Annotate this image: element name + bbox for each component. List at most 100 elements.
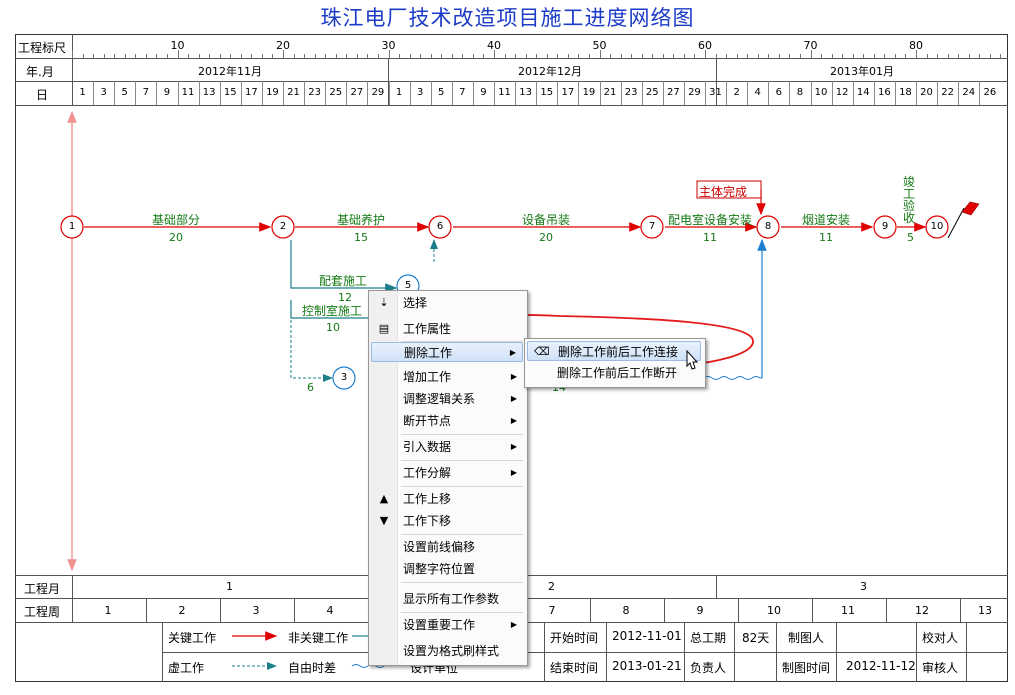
ruler-tick: [979, 54, 981, 58]
ruler-tick: [968, 54, 970, 58]
ruler-tick: [388, 50, 390, 58]
task-kongzhi: 控制室施工: [302, 304, 363, 318]
day-cell: 24: [962, 87, 976, 98]
ruler-number: 80: [909, 39, 923, 52]
week-cell: 7: [548, 604, 556, 617]
day-cell: 29: [688, 87, 701, 98]
ruler-tick: [124, 54, 126, 58]
ruler-tick: [346, 54, 348, 58]
flag-pole: [947, 207, 965, 239]
day-cell: 7: [142, 87, 150, 98]
ruler-tick: [156, 54, 158, 58]
week-cell: 13: [978, 604, 992, 617]
ruler-tick: [166, 54, 168, 58]
ruler-tick: [768, 54, 770, 58]
move-up-icon: ▲: [379, 492, 389, 505]
week-cell: 3: [252, 604, 260, 617]
eng-month-label: 工程月: [24, 582, 61, 596]
ruler-tick: [188, 54, 190, 58]
menu-item-set-important[interactable]: 设置重要工作 ▶: [371, 615, 523, 635]
month-jan: 2013年01月: [830, 65, 894, 78]
ruler-tick: [536, 54, 538, 58]
legend-float: 自由时差: [288, 661, 337, 675]
ruler-tick: [557, 54, 559, 58]
ruler-tick: [926, 54, 928, 58]
ruler-tick: [399, 54, 401, 58]
submenu-arrow-icon: ▶: [510, 620, 517, 629]
menu-item-decompose[interactable]: 工作分解 ▶: [371, 463, 523, 483]
submenu-item-delete-break[interactable]: 删除工作前后工作断开: [557, 366, 678, 380]
day-cell: 19: [582, 87, 596, 98]
node-2: [271, 215, 295, 239]
menu-item-char-position[interactable]: 调整字符位置: [403, 562, 476, 576]
ruler-tick: [441, 54, 443, 58]
ruler-tick: [420, 54, 422, 58]
day-cell: 13: [202, 87, 216, 98]
menu-item-add-work[interactable]: 增加工作 ▶: [371, 367, 523, 387]
virtual-duration-6: 6: [307, 381, 314, 394]
ruler-number: 70: [803, 39, 818, 52]
day-cell: 23: [624, 87, 638, 98]
day-cell: 3: [100, 87, 107, 98]
day-cell: 23: [308, 87, 321, 98]
day-label: 日: [36, 88, 49, 102]
day-cell: 16: [877, 87, 891, 98]
task-kongzhi-duration: 10: [326, 321, 340, 334]
menu-item-properties[interactable]: ▤ 工作属性: [371, 319, 523, 339]
eng-month-2: 2: [548, 580, 555, 593]
node-3-label: 3: [340, 372, 348, 383]
menu-item-break-node[interactable]: 断开节点 ▶: [371, 411, 523, 431]
ruler-tick: [272, 54, 274, 58]
month-label: 年.月: [26, 65, 54, 79]
node-6: [428, 215, 452, 239]
ruler-tick: [293, 54, 295, 58]
ruler-tick: [483, 54, 485, 58]
menu-item-frontline-offset[interactable]: 设置前线偏移: [403, 540, 476, 554]
menu-item-move-down[interactable]: ▼ 工作下移: [371, 511, 523, 531]
day-cell: 8: [796, 87, 804, 98]
menu-item-show-params[interactable]: 显示所有工作参数: [403, 592, 500, 606]
task-diaozhuang: 设备吊装: [521, 213, 570, 227]
task-arrow-kongzhi: [290, 300, 372, 319]
ruler-tick: [430, 54, 432, 58]
week-cell: 10: [767, 604, 781, 617]
ruler-tick: [958, 54, 960, 58]
day-cell: 5: [438, 87, 445, 98]
menu-item-delete-work[interactable]: 删除工作 ▶: [371, 342, 523, 362]
menu-item-adjust-logic[interactable]: 调整逻辑关系 ▶: [371, 389, 523, 409]
menu-item-select[interactable]: ⇣ 选择: [371, 293, 523, 313]
ruler-tick: [989, 54, 991, 58]
ruler-tick: [747, 54, 749, 58]
task-jichu-duration: 20: [169, 231, 183, 244]
menu-item-format-painter[interactable]: 设置为格式刷样式: [403, 644, 500, 658]
eng-month-3: 3: [860, 580, 867, 593]
properties-icon: ▤: [378, 322, 390, 335]
node-10: [925, 215, 949, 239]
submenu-arrow-icon: ▶: [510, 416, 517, 425]
ruler-tick: [451, 54, 453, 58]
day-cell: 17: [561, 87, 575, 98]
week-cell: 2: [178, 604, 186, 617]
ruler-tick: [694, 54, 696, 58]
day-cell: 17: [244, 87, 258, 98]
day-cell: 31: [709, 87, 722, 98]
task-peitao-duration: 12: [338, 291, 352, 304]
week-cell: 12: [915, 604, 929, 617]
menu-item-import-data[interactable]: 引入数据 ▶: [371, 437, 523, 457]
menu-item-move-up[interactable]: ▲ 工作上移: [371, 489, 523, 509]
day-cell: 4: [754, 87, 761, 98]
day-cell: 14: [856, 87, 870, 98]
node-1-label: 1: [68, 221, 76, 232]
ruler-tick: [588, 54, 590, 58]
node-10-label: 10: [930, 221, 944, 232]
ruler-tick: [842, 54, 844, 58]
task-yandao-duration: 11: [819, 231, 833, 244]
ruler-tick: [145, 54, 147, 58]
day-cell: 13: [519, 87, 532, 98]
submenu-item-delete-connect[interactable]: ⌫ 删除工作前后工作连接: [527, 341, 701, 361]
day-cell: 7: [459, 87, 466, 98]
ruler-tick: [873, 54, 875, 58]
ruler-tick: [620, 54, 622, 58]
ruler-tick: [705, 50, 706, 58]
ruler-tick: [240, 54, 242, 58]
